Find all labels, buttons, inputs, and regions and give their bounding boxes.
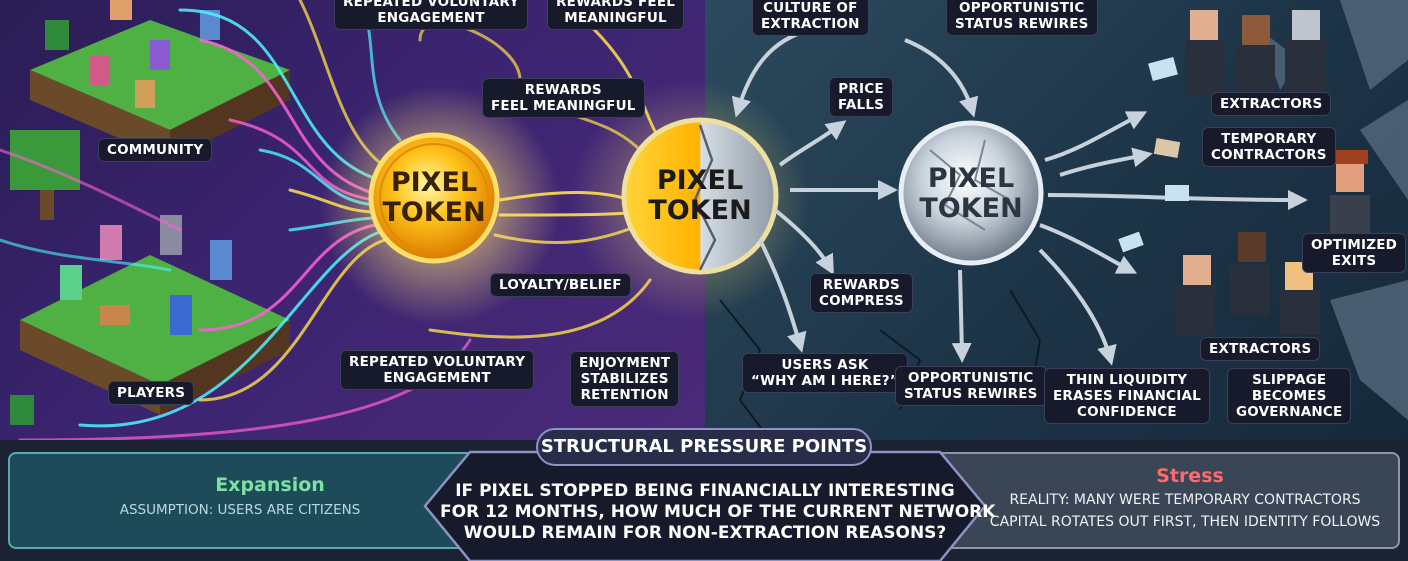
extractors-group-bottom (1175, 232, 1320, 335)
expansion-text: ASSUMPTION: USERS ARE CITIZENS (90, 502, 390, 518)
extractors-top-label: EXTRACTORS (1211, 92, 1331, 116)
opportunistic-top-label: OPPORTUNISTIC STATUS REWIRES (946, 0, 1098, 36)
right-coin-text: PIXEL TOKEN (905, 164, 1037, 224)
central-question: IF PIXEL STOPPED BEING FINANCIALLY INTER… (440, 481, 970, 544)
opportunistic-bottom-label: OPPORTUNISTIC STATUS REWIRES (895, 366, 1047, 406)
slippage-label: SLIPPAGE BECOMES GOVERNANCE (1227, 368, 1351, 424)
contractor-person (1330, 150, 1370, 235)
rewards-feel-mid-label: REWARDS FEEL MEANINGFUL (482, 78, 645, 118)
structural-pressure-points-title: STRUCTURAL PRESSURE POINTS (536, 428, 872, 466)
price-falls-label: PRICE FALLS (829, 77, 893, 117)
extractors-bottom-label: EXTRACTORS (1200, 337, 1320, 361)
extractors-group-top (1185, 10, 1325, 95)
expansion-box (8, 452, 478, 549)
enjoyment-label: ENJOYMENT STABILIZES RETENTION (570, 351, 679, 407)
stress-line-1: REALITY: MANY WERE TEMPORARY CONTRACTORS (960, 492, 1408, 508)
center-coin-text: PIXEL TOKEN (630, 166, 770, 226)
optimized-exits-label: OPTIMIZED EXITS (1302, 233, 1406, 273)
community-label: COMMUNITY (98, 138, 212, 162)
culture-of-extraction-label: CULTURE OF EXTRACTION (752, 0, 869, 36)
rewards-compress-label: REWARDS COMPRESS (810, 273, 913, 313)
thin-liquidity-label: THIN LIQUIDITY ERASES FINANCIAL CONFIDEN… (1044, 368, 1210, 424)
floating-documents (1118, 57, 1189, 252)
temporary-contractors-label: TEMPORARY CONTRACTORS (1202, 127, 1336, 167)
left-coin-text: PIXEL TOKEN (374, 168, 494, 228)
loyalty-belief-label: LOYALTY/BELIEF (490, 273, 631, 297)
stress-title: Stress (1090, 465, 1290, 487)
players-label: PLAYERS (108, 381, 194, 405)
stress-line-2: CAPITAL ROTATES OUT FIRST, THEN IDENTITY… (960, 514, 1408, 530)
expansion-title: Expansion (120, 474, 420, 496)
users-ask-label: USERS ASK “WHY AM I HERE?” (742, 353, 908, 393)
repeated-voluntary-bottom-label: REPEATED VOLUNTARY ENGAGEMENT (340, 350, 534, 390)
repeated-voluntary-top-label: REPEATED VOLUNTARY ENGAGEMENT (334, 0, 528, 30)
rewards-feel-top-label: REWARDS FEEL MEANINGFUL (547, 0, 684, 30)
